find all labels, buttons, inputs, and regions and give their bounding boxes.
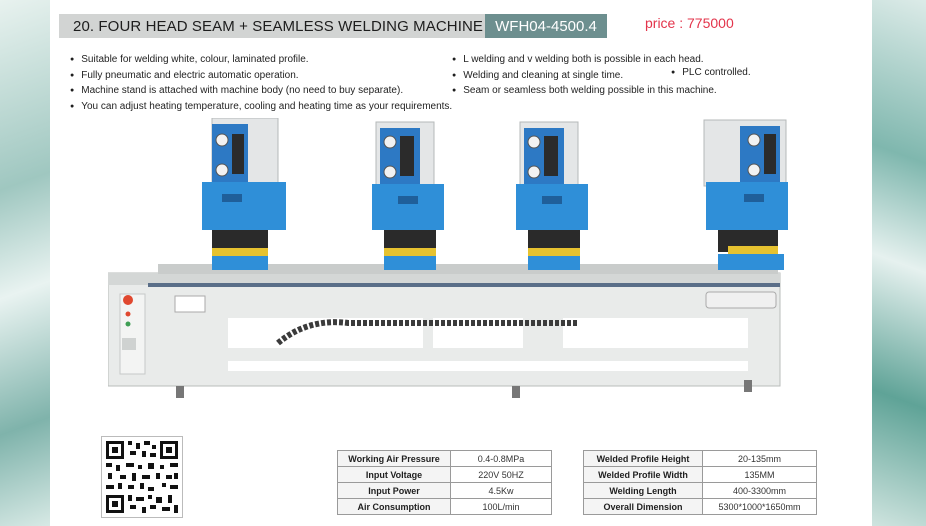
table-row: Input Voltage 220V 50HZ (337, 466, 552, 483)
feature-list-right: L welding and v welding both is possible… (452, 53, 717, 100)
feature-item: Suitable for welding white, colour, lami… (70, 53, 452, 69)
model-badge: WFH04-4500.4 (485, 14, 607, 38)
spec-label: Welded Profile Width (583, 466, 703, 483)
table-row: Working Air Pressure 0.4-0.8MPa (337, 450, 552, 467)
specs-table-left: Working Air Pressure 0.4-0.8MPa Input Vo… (337, 450, 552, 515)
spec-label: Input Power (337, 482, 451, 499)
title-bar: 20. FOUR HEAD SEAM + SEAMLESS WELDING MA… (59, 14, 485, 38)
welding-machine-image (108, 118, 788, 398)
table-row: Welded Profile Width 135MM (583, 466, 817, 483)
table-row: Welded Profile Height 20-135mm (583, 450, 817, 467)
price-label: price : 775000 (645, 15, 734, 31)
feature-item: You can adjust heating temperature, cool… (70, 100, 452, 116)
feature-item: Welding and cleaning at single time. (452, 69, 717, 85)
spec-label: Air Consumption (337, 498, 451, 515)
feature-item: Fully pneumatic and electric automatic o… (70, 69, 452, 85)
feature-list-left: Suitable for welding white, colour, lami… (70, 53, 452, 115)
spec-value: 0.4-0.8MPa (450, 450, 552, 467)
feature-item: Seam or seamless both welding possible i… (452, 84, 716, 100)
left-decorative-border (0, 0, 50, 526)
feature-item: Machine stand is attached with machine b… (70, 84, 452, 100)
table-row: Air Consumption 100L/min (337, 498, 552, 515)
table-row: Welding Length 400-3300mm (583, 482, 817, 499)
spec-value: 4.5Kw (450, 482, 552, 499)
right-decorative-border (872, 0, 926, 526)
spec-label: Overall Dimension (583, 498, 703, 515)
spec-label: Input Voltage (337, 466, 451, 483)
qr-code (101, 436, 183, 518)
spec-value: 5300*1000*1650mm (702, 498, 817, 515)
spec-label: Working Air Pressure (337, 450, 451, 467)
table-row: Overall Dimension 5300*1000*1650mm (583, 498, 817, 515)
spec-value: 135MM (702, 466, 817, 483)
catalog-page: 20. FOUR HEAD SEAM + SEAMLESS WELDING MA… (50, 0, 872, 526)
table-row: Input Power 4.5Kw (337, 482, 552, 499)
spec-value: 220V 50HZ (450, 466, 552, 483)
spec-value: 400-3300mm (702, 482, 817, 499)
feature-item-plc: PLC controlled. (671, 67, 750, 78)
specs-table-right: Welded Profile Height 20-135mm Welded Pr… (583, 450, 817, 515)
feature-item: L welding and v welding both is possible… (452, 53, 717, 69)
spec-label: Welding Length (583, 482, 703, 499)
spec-value: 20-135mm (702, 450, 817, 467)
spec-label: Welded Profile Height (583, 450, 703, 467)
spec-value: 100L/min (450, 498, 552, 515)
product-title: 20. FOUR HEAD SEAM + SEAMLESS WELDING MA… (73, 17, 484, 35)
